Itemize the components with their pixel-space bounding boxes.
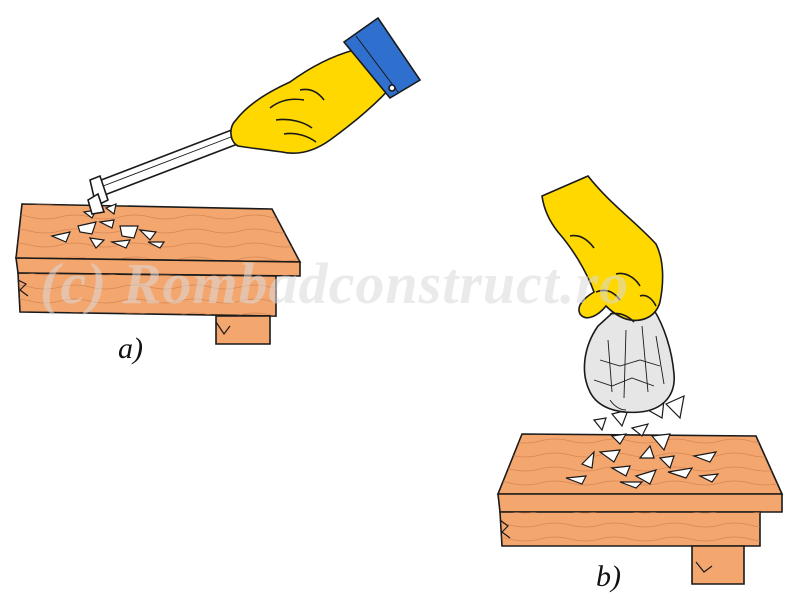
glove-b [541, 175, 664, 322]
panel-b-label: b) [596, 560, 621, 593]
workbench-a [15, 203, 302, 345]
watermark-text: (c) Rombadconstruct.ro [40, 251, 630, 316]
glove-a [230, 49, 394, 155]
panel-a-label: a) [118, 332, 143, 365]
bench-front-a [15, 257, 301, 277]
cuff-a [342, 16, 422, 100]
bench-leg-a [215, 315, 271, 345]
scraper-handle [94, 124, 250, 198]
glass-shards-a [50, 203, 166, 249]
panel-b [496, 175, 784, 585]
bench-leg-b [691, 545, 745, 585]
falling-shards [592, 394, 685, 452]
scraper-tool [87, 124, 250, 215]
glass-shards-b [565, 444, 720, 489]
gloved-hand-a [230, 16, 422, 155]
workbench-b [496, 433, 784, 585]
panel-a [15, 16, 422, 345]
cuff-button [388, 84, 396, 92]
gloved-hand-b [541, 175, 664, 323]
plastic-bag [583, 305, 675, 414]
bench-front-b [497, 493, 783, 513]
